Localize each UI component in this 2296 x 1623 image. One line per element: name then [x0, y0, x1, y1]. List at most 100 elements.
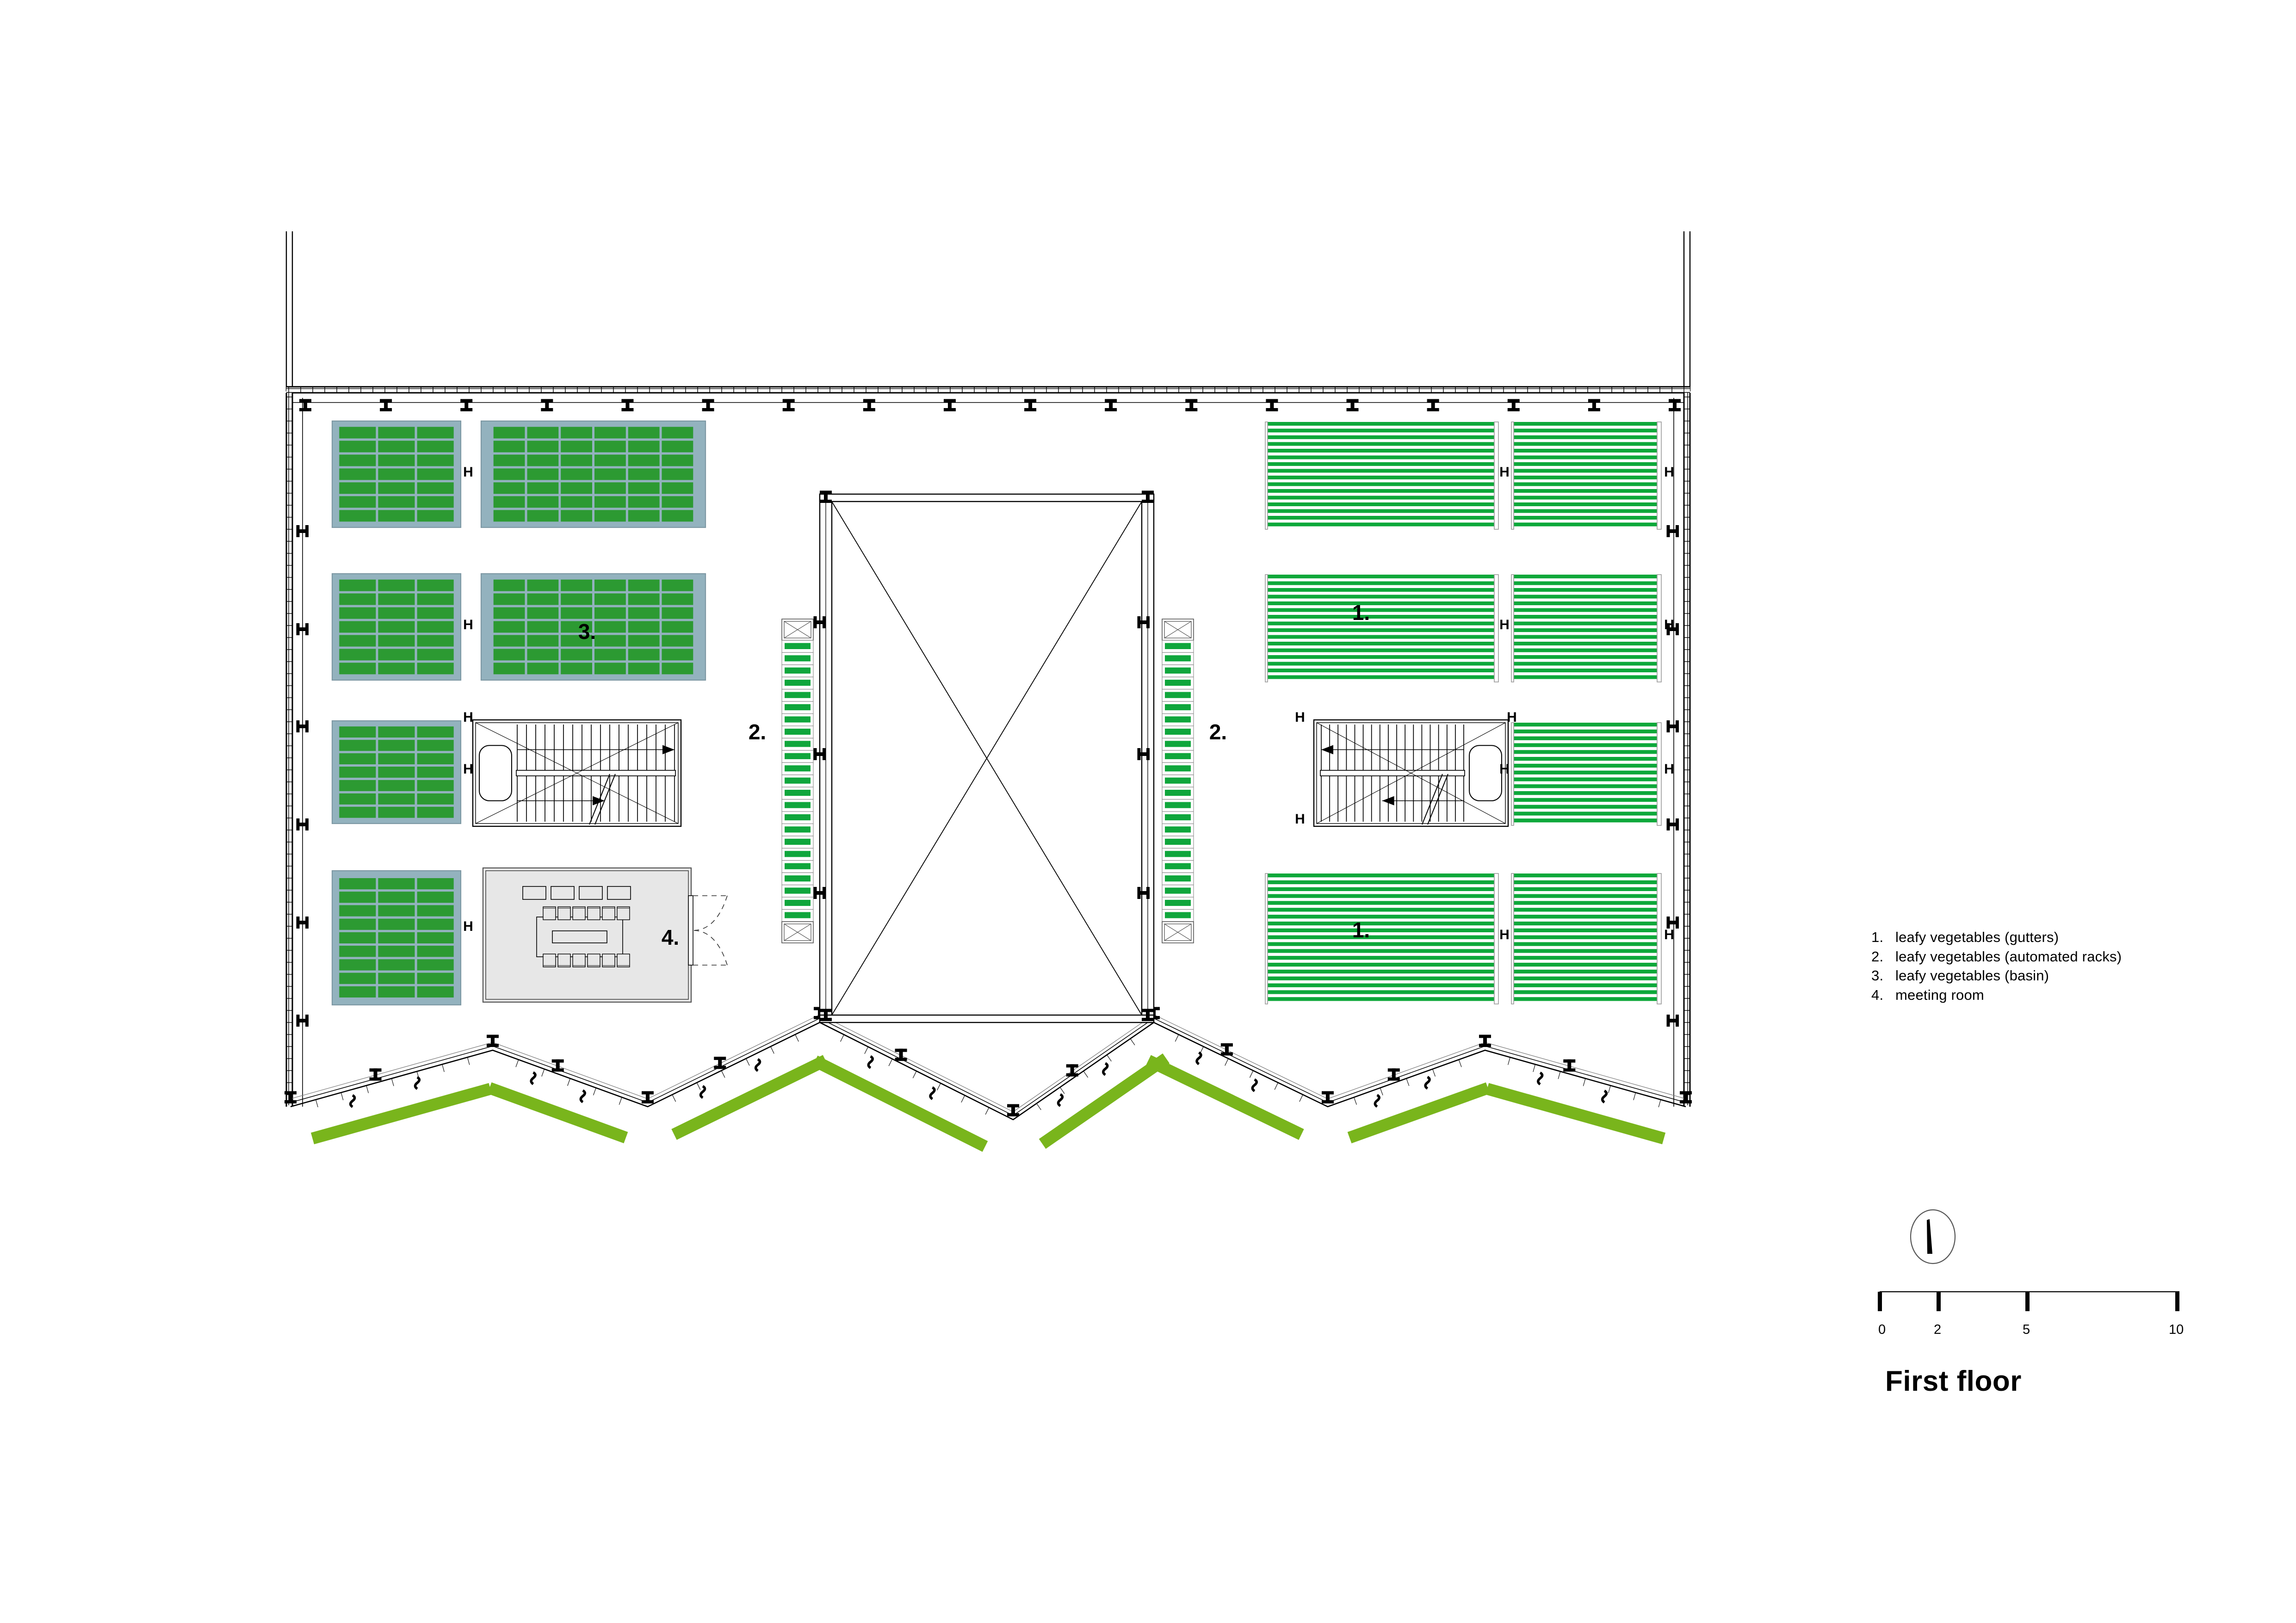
facade-connector-glyph [1195, 1051, 1202, 1065]
basin-planting-cell [561, 635, 592, 647]
basin-planting-cell [417, 510, 454, 522]
rack-tray-planting [1165, 716, 1191, 723]
gutter-stripe [1268, 894, 1494, 898]
gutter-stripe [1514, 428, 1657, 433]
basin-planting-cell [378, 946, 415, 957]
basin-planting-cell [339, 986, 376, 997]
basin-planting-cell [662, 649, 693, 661]
gutter-stripe [1268, 621, 1494, 626]
basin-planting-cell [527, 621, 559, 633]
scale-tick-10: 10 [2169, 1322, 2184, 1337]
facade-mullion [515, 1059, 519, 1067]
gutter-stripe [1514, 442, 1657, 446]
basin-planting-cell [339, 663, 376, 675]
column-marker-ibeam [487, 1035, 499, 1047]
gutter-stripe [1514, 969, 1657, 974]
basin-planting-cell [339, 892, 376, 903]
facade-planting-strip [1485, 1083, 1666, 1145]
basin-planting-cell [378, 959, 415, 971]
gutter-stripe [1268, 489, 1494, 493]
door-leaf [688, 895, 693, 966]
h-column-marker: H [463, 762, 473, 777]
basin-planting-cell [493, 607, 525, 619]
legend-item-number: 1. [1871, 929, 1884, 945]
chair [572, 954, 586, 967]
facade-connector-glyph [867, 1055, 874, 1069]
gutter-stripe [1514, 873, 1657, 878]
basin-planting-cell [378, 767, 415, 778]
column-marker-ibeam [1669, 399, 1681, 411]
chair [587, 954, 600, 967]
basin-planting-cell [594, 468, 626, 480]
basin-planting-cell [339, 440, 376, 452]
column-marker-ibeam [621, 399, 634, 411]
gutter-stripe [1268, 435, 1494, 440]
basin-planting-cell [527, 440, 559, 452]
gutter-stripe [1514, 588, 1657, 592]
basin-planting-cell [594, 649, 626, 661]
rack-tray-planting [785, 741, 811, 747]
gutter-stripe [1514, 655, 1657, 659]
h-column-marker: H [1295, 710, 1305, 725]
basin-planting-cell [378, 740, 415, 751]
facade-mullion [619, 1097, 622, 1105]
automated-rack [1162, 619, 1194, 943]
gutter-stripe [1514, 798, 1657, 802]
facade-mullion [541, 1069, 545, 1077]
basin-planting-cell [662, 496, 693, 508]
gutter-stripe [1514, 608, 1657, 612]
basin-planting-cell [662, 607, 693, 619]
basin-planting-cell [339, 806, 376, 818]
facade-mullion [1130, 1038, 1135, 1046]
gutter-bed [1265, 574, 1499, 682]
stair-direction-arrow [1321, 745, 1333, 755]
facade-mullion [467, 1057, 470, 1065]
gutter-stripe [1268, 581, 1494, 585]
column-marker-ibeam [702, 399, 714, 411]
basin-planting-cell [417, 649, 454, 661]
h-column-marker: H [463, 919, 473, 934]
facade-mullion [864, 1047, 868, 1054]
facade-mullion [1658, 1099, 1661, 1108]
basin-planting-cell [378, 468, 415, 480]
gutter-stripe [1268, 873, 1494, 878]
basin-planting-cell [417, 621, 454, 633]
basin-planting-cell [594, 663, 626, 675]
gutter-bed [1511, 722, 1662, 826]
facade-planting-strip [487, 1082, 628, 1144]
gutter-stripe [1268, 675, 1494, 679]
gutter-rail [1265, 574, 1268, 682]
basin-planting-cell [493, 440, 525, 452]
basin-planting-cell [527, 427, 559, 439]
gutter-stripe [1268, 595, 1494, 599]
facade-connector-glyph [699, 1085, 706, 1099]
gutter-stripe [1514, 928, 1657, 932]
gutter-rail [1511, 421, 1514, 530]
facade-mullion [1354, 1097, 1357, 1105]
column-marker-ibeam [1007, 1104, 1019, 1116]
gutter-rail [1494, 873, 1499, 1004]
plan-reference-label: 1. [1352, 601, 1370, 625]
basin-planting-cell [417, 663, 454, 675]
gutter-rail [1265, 873, 1268, 1004]
basin-planting-cell [561, 510, 592, 522]
basin-planting-cell [628, 427, 660, 439]
gutter-stripe [1514, 976, 1657, 980]
basin-planting-cell [339, 793, 376, 805]
column-marker-ibeam [1346, 399, 1359, 411]
legend-item: 2. leafy vegetables (automated racks) [1871, 949, 2232, 965]
gutter-stripe [1268, 482, 1494, 486]
column-marker-ibeam [1024, 399, 1037, 411]
basin-planting-cell [561, 496, 592, 508]
gutter-stripe [1268, 516, 1494, 520]
automated-racks-group [781, 619, 1194, 943]
column-marker-ibeam [782, 399, 795, 411]
rack-tray-planting [785, 814, 811, 821]
gutter-stripe [1514, 723, 1657, 727]
chair [543, 906, 556, 920]
stair-break-line [1427, 774, 1448, 825]
gutter-stripe [1268, 608, 1494, 612]
gutter-stripe [1514, 729, 1657, 734]
basin-planting-cell [339, 454, 376, 466]
basin-planting-cell [378, 753, 415, 764]
